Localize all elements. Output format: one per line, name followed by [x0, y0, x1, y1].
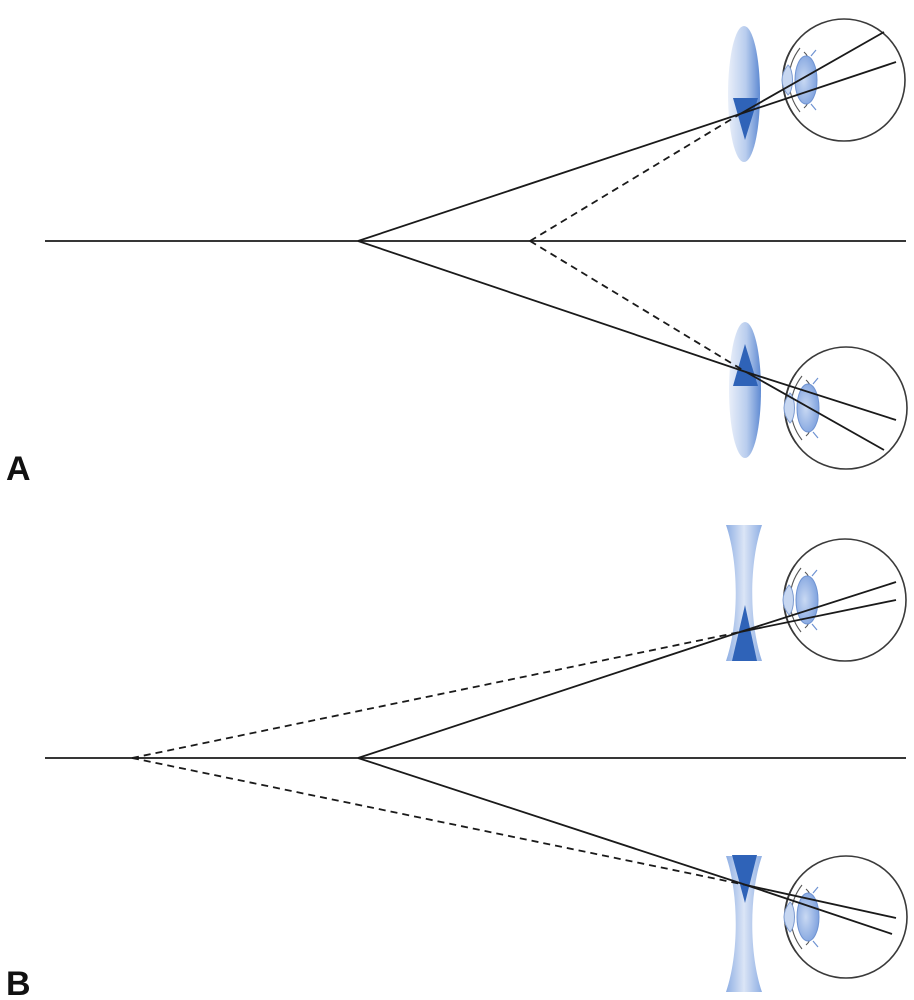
eye-bottom-a [783, 346, 908, 470]
ray-eye-bottom-a-2 [745, 371, 885, 451]
panel-label-b: B [6, 965, 31, 1000]
ray-eye-bottom-a-1 [745, 371, 897, 421]
ray-eye-top-a-2 [739, 61, 897, 115]
convex-lens-bottom-a [729, 322, 761, 458]
panel-b [45, 525, 908, 992]
ray-eye-top-b-1 [739, 581, 897, 633]
ray-virtual-top-b [131, 631, 741, 759]
prism-top-a [733, 98, 758, 140]
ray-virtual-bottom-a [529, 240, 747, 373]
ray-eye-top-a-1 [739, 31, 885, 115]
ray-object-top-a [357, 113, 741, 242]
prism-top-b [732, 605, 757, 661]
ray-eye-bottom-b-2 [745, 884, 893, 935]
ray-eye-bottom-b-1 [745, 884, 897, 919]
convex-lens-top-a [728, 26, 760, 162]
ray-eye-top-b-2 [739, 599, 897, 633]
ray-virtual-bottom-b [131, 757, 747, 886]
prism-bottom-b [732, 855, 757, 903]
panel-label-a: A [6, 450, 31, 488]
eye-top-b [782, 538, 907, 662]
ray-object-bottom-a [357, 240, 747, 373]
ray-object-top-b [357, 631, 741, 759]
ray-object-bottom-b [357, 757, 747, 886]
panel-a [45, 18, 908, 470]
ray-virtual-top-a [529, 113, 741, 242]
